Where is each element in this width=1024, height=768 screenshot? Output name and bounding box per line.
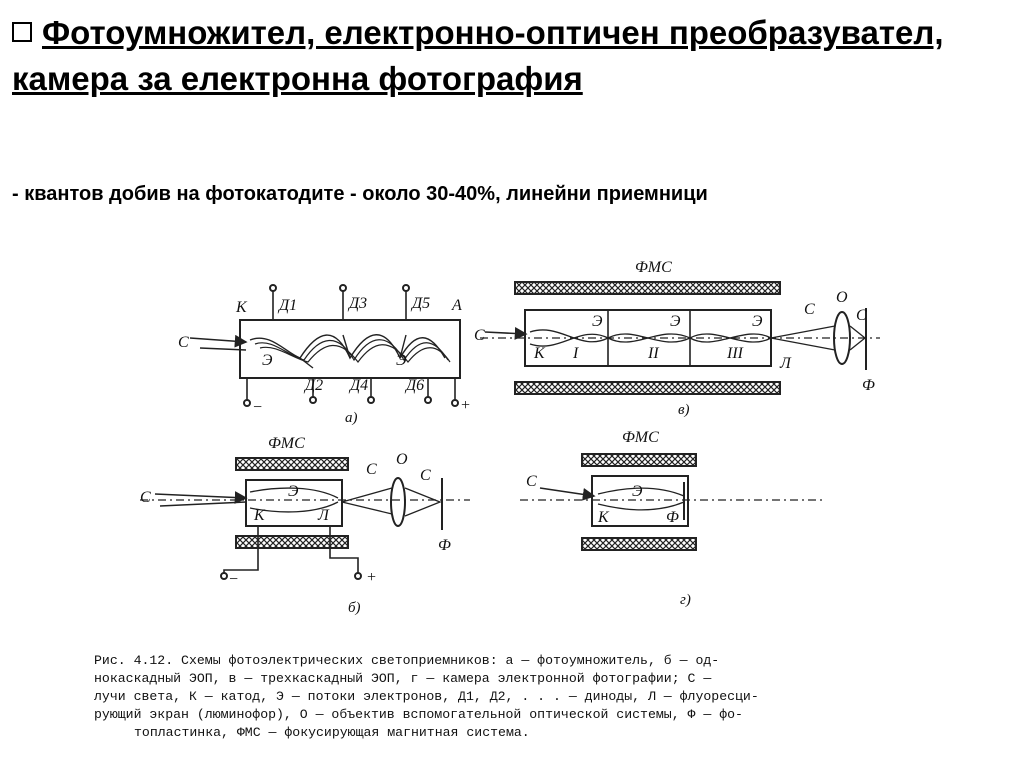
label-light-b2: С	[366, 461, 377, 478]
scheme-b-single-stage	[140, 457, 470, 580]
label-subfigure-v: в)	[678, 402, 690, 418]
label-subfigure-g: г)	[680, 592, 691, 608]
label-electrons-v1: Э	[592, 313, 603, 330]
label-electrons-v3: Э	[752, 313, 763, 330]
scheme-b-labels: ФМС С К Э Л С О С Ф − + б)	[140, 435, 451, 616]
focusing-magnet-top-g	[581, 453, 697, 467]
focusing-magnet-top-v	[514, 281, 781, 295]
label-dynode-4: Д4	[348, 377, 368, 394]
label-light-a: С	[178, 334, 189, 351]
light-ray-in-a	[189, 334, 248, 348]
label-anode: А	[451, 297, 462, 314]
caption-line-1: Рис. 4.12. Схемы фотоэлектрических свето…	[94, 653, 719, 668]
label-plus-a: +	[460, 397, 471, 414]
scheme-g-labels: ФМС С К Э Ф г)	[526, 429, 691, 608]
label-cathode-v: К	[533, 345, 546, 362]
label-stage-1: I	[572, 345, 579, 362]
pmt-tube	[239, 319, 461, 379]
caption-line-3: лучи света, К — катод, Э — потоки электр…	[94, 689, 759, 704]
checkbox-bullet-icon	[12, 22, 32, 42]
label-minus-b: −	[228, 571, 239, 588]
light-ray-in-b	[154, 491, 248, 504]
camera-chamber	[591, 475, 689, 527]
label-light-g: С	[526, 473, 537, 490]
light-ray-in-g	[539, 487, 596, 501]
focusing-magnet-bottom-v	[514, 381, 781, 395]
label-cathode-g: К	[597, 509, 610, 526]
slide-title: Фотоумножител, електронно-оптичен преобр…	[12, 10, 1012, 102]
focusing-magnet-bottom-b	[235, 535, 349, 549]
figure-caption: Рис. 4.12. Схемы фотоэлектрических свето…	[94, 653, 759, 740]
slide-subtitle: - квантов добив на фотокатодите - около …	[12, 183, 708, 205]
caption-line-4: рующий экран (люминофор), О — объектив в…	[94, 707, 743, 722]
label-electrons-g: Э	[632, 483, 643, 500]
label-light-b: С	[140, 489, 151, 506]
dynode-1-terminal	[269, 284, 277, 292]
label-dynode-2: Д2	[303, 377, 323, 394]
title-block: Фотоумножител, електронно-оптичен преобр…	[12, 10, 1012, 102]
label-fms-v: ФМС	[635, 259, 672, 276]
label-electrons-a2: Э	[396, 352, 407, 369]
label-light-v3: С	[856, 307, 867, 324]
label-fms-g: ФМС	[622, 429, 659, 446]
label-dynode-1: Д1	[277, 297, 297, 314]
label-dynode-6: Д6	[404, 377, 424, 394]
light-ray-in-v	[484, 327, 528, 340]
label-stage-3: III	[726, 345, 744, 362]
cathode-terminal-minus	[243, 399, 251, 407]
anode-terminal-plus	[451, 399, 459, 407]
label-electrons-v2: Э	[670, 313, 681, 330]
electron-flow-g	[597, 487, 685, 511]
label-lens-b: О	[396, 451, 408, 468]
scheme-a-labels: С К Д1 Д3 Д5 А Э Э Д2 Д4 Д6 − + а)	[178, 295, 471, 426]
label-dynode-3: Д3	[347, 295, 367, 312]
label-light-v: С	[474, 327, 485, 344]
focusing-magnet-bottom-g	[581, 537, 697, 551]
caption-line-5: топластинка, ФМС — фокусирующая магнитна…	[134, 725, 530, 740]
label-stage-2: II	[647, 345, 659, 362]
lens-b	[390, 477, 406, 527]
scheme-v-three-stage	[480, 281, 880, 395]
electron-flow-b	[249, 487, 339, 513]
figure-schemes: С К Д1 Д3 Д5 А Э Э Д2 Д4 Д6 − + а) ФМС С…	[0, 240, 1024, 768]
label-fms-b: ФМС	[268, 435, 305, 452]
focusing-magnet-top-b	[235, 457, 349, 471]
cathode-terminal-b	[220, 572, 228, 580]
label-electrons-b: Э	[288, 483, 299, 500]
label-dynode-5: Д5	[410, 295, 430, 312]
label-subfigure-a: а)	[345, 410, 358, 426]
scheme-v-labels: ФМС С К Э Э Э I II III С О С Л Ф в)	[474, 259, 875, 418]
lens-v	[833, 311, 851, 365]
dynode-5-terminal	[402, 284, 410, 292]
label-plate-v: Ф	[862, 377, 875, 394]
label-plate-g: Ф	[666, 509, 679, 526]
scheme-g-camera	[520, 453, 825, 551]
label-plus-b: +	[366, 569, 377, 586]
label-screen-v: Л	[779, 355, 792, 372]
scheme-a-photomultiplier	[189, 284, 461, 407]
label-cathode-b: К	[253, 507, 266, 524]
label-minus-a: −	[252, 399, 263, 416]
label-screen-b: Л	[317, 507, 330, 524]
screen-terminal-b	[354, 572, 362, 580]
label-subfigure-b: б)	[348, 600, 361, 616]
label-plate-b: Ф	[438, 537, 451, 554]
slide-title-text: Фотоумножител, електронно-оптичен преобр…	[12, 14, 944, 97]
dynode-3-terminal	[339, 284, 347, 292]
label-electrons-a1: Э	[262, 352, 273, 369]
label-light-b3: С	[420, 467, 431, 484]
label-lens-v: О	[836, 289, 848, 306]
figure-svg: С К Д1 Д3 Д5 А Э Э Д2 Д4 Д6 − + а) ФМС С…	[94, 259, 880, 740]
label-light-v2: С	[804, 301, 815, 318]
caption-line-2: нокаскадный ЭОП, в — трехкаскадный ЭОП, …	[94, 671, 711, 686]
label-cathode-a: К	[235, 299, 248, 316]
